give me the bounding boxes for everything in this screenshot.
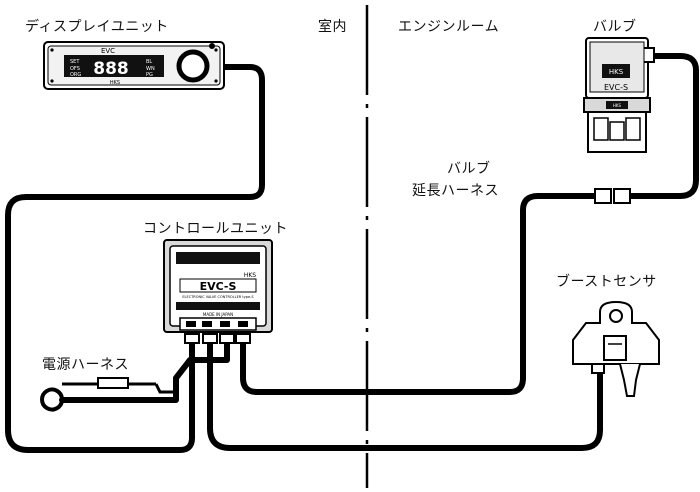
display-digits: 888 (93, 59, 129, 79)
display-dial (176, 49, 210, 83)
engine-room-label: エンジンルーム (398, 19, 500, 35)
power-terminal (40, 387, 64, 412)
power-harness-cable (59, 339, 230, 403)
display-tag-left-2: OFS (70, 66, 80, 72)
display-unit: EVC SET OFS ORG 888 BL WN PG HKS (43, 41, 225, 90)
control-connector-3 (219, 333, 235, 344)
valve-logo: HKS (609, 68, 624, 76)
display-logo: HKS (110, 80, 120, 86)
valve-cable (628, 53, 699, 199)
display-tag-right-1: BL (146, 59, 152, 65)
valve-label: バルブ (593, 19, 637, 35)
control-logo: HKS (244, 272, 256, 279)
display-unit-label: ディスプレイユニット (25, 19, 169, 35)
valve-harness-cable (240, 193, 598, 395)
display-brand: EVC (101, 47, 115, 55)
control-model: EVC-S (200, 280, 237, 293)
control-connector-1 (184, 333, 200, 344)
valve-harness-connector-b (613, 188, 631, 204)
boost-sensor (572, 300, 660, 397)
valve-harness-connector-a (594, 188, 612, 204)
display-tag-left-3: ORG (70, 72, 81, 78)
indoor-label: 室内 (318, 19, 347, 35)
boost-sensor-label: ブーストセンサ (556, 274, 657, 290)
boost-sensor-cable (207, 339, 603, 451)
display-tag-left-1: SET (70, 59, 80, 65)
valve-harness-label-1: バルブ (447, 161, 491, 177)
valve-model: EVC-S (604, 83, 628, 92)
valve-unit: HKS EVC-S HKS (583, 37, 655, 153)
control-made-in: MADE IN JAPAN (203, 312, 233, 317)
control-unit: HKS EVC-S ELECTRONIC VALVE CONTROLLER ty… (163, 239, 273, 333)
power-fuse (97, 377, 129, 389)
power-harness-label: 電源ハーネス (42, 357, 129, 373)
display-cable (5, 64, 265, 453)
display-tag-right-3: PG (146, 72, 153, 78)
valve-harness-label-2: 延長ハーネス (412, 183, 499, 199)
control-connector-4 (235, 333, 251, 344)
control-unit-label: コントロールユニット (143, 221, 288, 237)
control-subtitle: ELECTRONIC VALVE CONTROLLER type-S (182, 295, 254, 299)
control-connector-2 (202, 333, 218, 344)
display-screen (64, 55, 164, 77)
valve-small-logo: HKS (613, 103, 622, 108)
display-tag-right-2: WN (146, 66, 155, 72)
